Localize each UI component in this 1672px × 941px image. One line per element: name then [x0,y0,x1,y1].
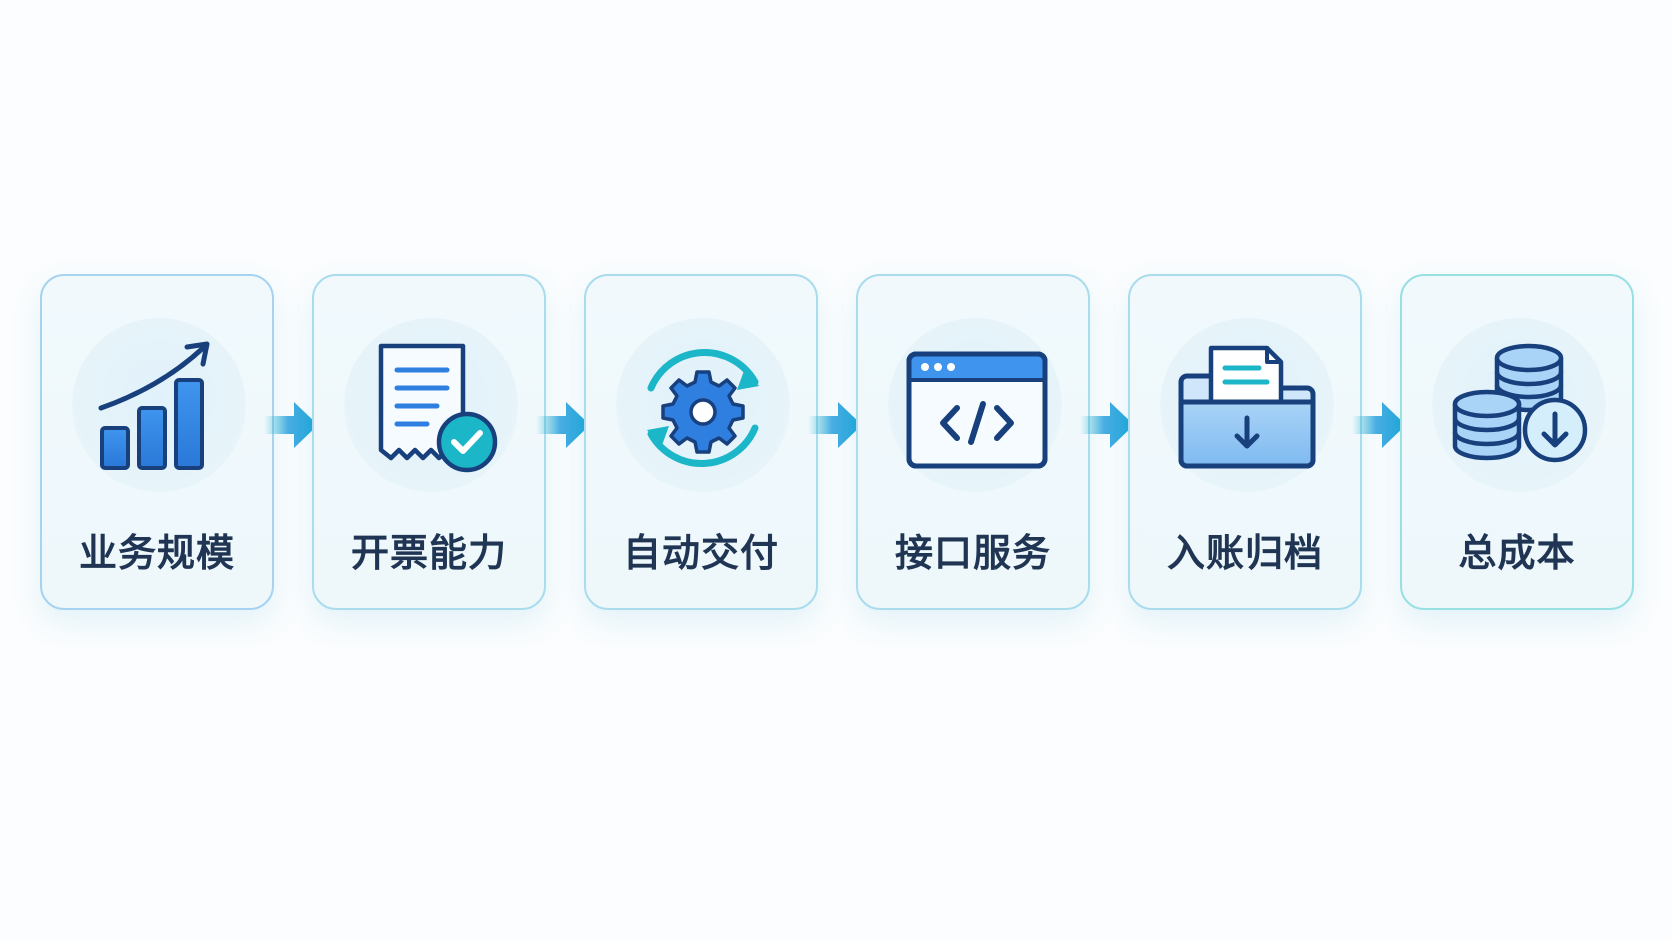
folder-archive-icon [1178,345,1316,469]
step-card-business-scale: 业务规模 [40,274,274,610]
flow-arrow-3 [808,402,862,448]
flow-arrow-4 [1080,402,1134,448]
flow-arrow-5 [1352,402,1406,448]
flow-arrow-1 [264,402,318,448]
step-label: 入账归档 [1166,531,1323,575]
step-card-api-service: 接口服务 [856,274,1090,610]
code-window-icon [906,351,1048,469]
step-card-total-cost: 总成本 [1400,274,1634,610]
growth-chart-icon [98,341,210,470]
step-card-invoicing: 开票能力 [312,274,546,610]
step-label: 开票能力 [350,531,507,575]
coins-down-icon [1452,343,1588,463]
step-label: 总成本 [1458,531,1576,575]
gear-cycle-icon [647,348,759,468]
step-card-accounting-archive: 入账归档 [1128,274,1362,610]
step-card-auto-delivery: 自动交付 [584,274,818,610]
step-label: 业务规模 [78,531,235,575]
step-label: 接口服务 [894,531,1051,575]
step-label: 自动交付 [622,531,779,575]
invoice-check-icon [378,343,498,473]
flow-arrow-2 [536,402,590,448]
